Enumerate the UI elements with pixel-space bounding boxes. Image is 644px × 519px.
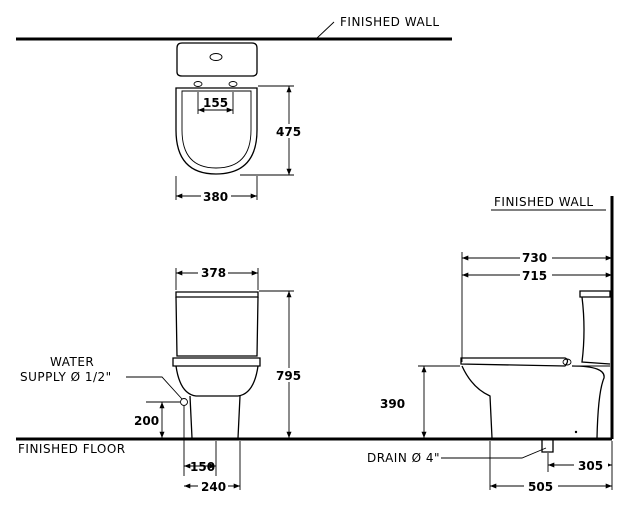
side-view: FINISHED WALL 730 715 390 DRAIN Ø 4" — [367, 195, 614, 494]
dim-200: 200 — [134, 414, 159, 428]
tank-top-outline — [176, 42, 258, 77]
top-view: FINISHED WALL 155 475 380 — [16, 15, 452, 204]
dim-305: 305 — [578, 459, 603, 473]
hinge-right-icon — [228, 81, 238, 87]
bowl-front-outline — [175, 365, 259, 397]
dim-505: 505 — [528, 480, 553, 494]
seat-side — [460, 357, 569, 367]
dim-378: 378 — [201, 266, 226, 280]
finished-wall-label-side: FINISHED WALL — [494, 195, 594, 209]
tank-front-outline — [175, 296, 259, 357]
seat-front — [172, 357, 261, 367]
dim-730: 730 — [522, 251, 547, 265]
front-view: 378 795 WATER SUPPLY Ø 1/2" 200 150 240 — [20, 266, 302, 494]
water-supply-label-2: SUPPLY Ø 1/2" — [20, 370, 112, 384]
dim-150: 150 — [190, 460, 215, 474]
drain-leader — [441, 447, 547, 459]
drain-label: DRAIN Ø 4" — [367, 451, 440, 465]
finished-floor-label: FINISHED FLOOR — [18, 442, 126, 456]
dim-240: 240 — [201, 480, 226, 494]
dim-390: 390 — [380, 397, 405, 411]
seat-top-outline — [181, 90, 252, 169]
bowl-top-outline — [175, 87, 258, 175]
flush-button-icon — [209, 53, 223, 61]
dim-715: 715 — [522, 269, 547, 283]
water-supply-label-1: WATER — [50, 355, 94, 369]
tank-lid-front — [175, 291, 259, 298]
dim-380: 380 — [203, 190, 228, 204]
water-supply-icon — [180, 398, 188, 406]
dim-795: 795 — [276, 369, 301, 383]
wall-leader-top — [315, 21, 335, 40]
finished-wall-label-top: FINISHED WALL — [340, 15, 440, 29]
tank-side-outline — [581, 296, 611, 365]
water-supply-leader — [126, 376, 183, 400]
drain-pipe — [541, 439, 554, 453]
dim-475: 475 — [276, 125, 301, 139]
tank-lid-side — [579, 290, 611, 298]
bowl-side-rear — [571, 365, 605, 439]
pedestal-front-outline — [189, 395, 241, 439]
dim-155: 155 — [203, 96, 228, 110]
hinge-left-icon — [193, 81, 203, 87]
bowl-side-front — [461, 365, 493, 439]
